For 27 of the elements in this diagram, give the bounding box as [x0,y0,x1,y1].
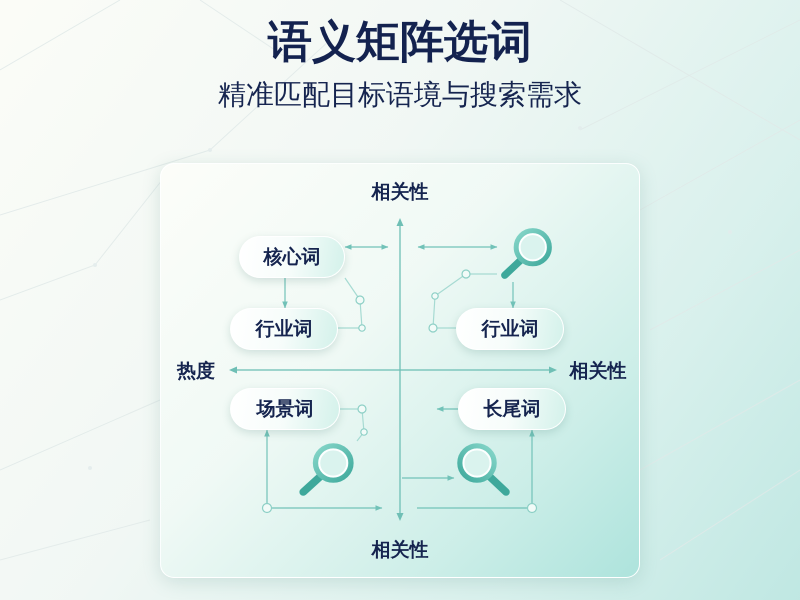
keyword-pill [239,236,345,278]
keyword-pill [230,308,338,350]
connector-line [338,278,363,329]
keyword-label: 行业词 [482,317,538,341]
keyword-label: 长尾词 [484,397,540,421]
connector-line [432,273,497,329]
keyword-pill [456,308,564,350]
connector-arrow [510,282,516,308]
connector-arrow [417,430,535,509]
axis-label: 相关性 [570,359,626,384]
connector-arrow [436,406,458,412]
keyword-label: 行业词 [256,317,312,341]
keyword-label: 场景词 [256,397,314,421]
connector-arrow [282,278,288,308]
connector-arrow [344,244,388,250]
page-title: 语义矩阵选词 [268,16,532,70]
subtitle: 精准匹配目标语境与搜索需求 [218,77,582,113]
keyword-pill [230,388,340,430]
axis-label: 热度 [177,359,215,384]
connector-line [340,408,365,442]
keyword-pill [458,388,566,430]
connector-arrow [264,430,382,511]
connector-arrow [402,475,454,481]
connector-arrow [418,244,498,250]
axis-label: 相关性 [372,180,428,205]
keyword-label: 核心词 [264,245,320,269]
axis-label: 相关性 [372,538,428,563]
